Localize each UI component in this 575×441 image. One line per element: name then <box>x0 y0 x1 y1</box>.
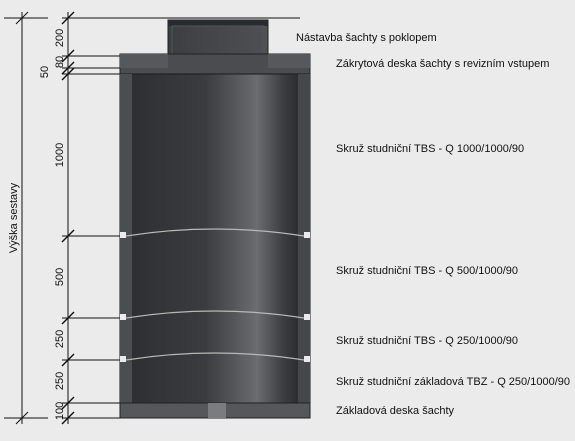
dimension-label: 500 <box>54 268 66 286</box>
dimension-label: 100 <box>54 402 66 420</box>
dimension-lines <box>4 11 300 425</box>
shaft-section <box>119 19 311 419</box>
dimension-label: 80 <box>54 56 66 68</box>
dimension-values: 200 80 50 1000 500 250 250 100 Výška ses… <box>8 29 66 420</box>
part-label-extension: Nástavba šachty s poklopem <box>296 32 437 44</box>
part-label-base-ring: Skruž studniční základová TBZ - Q 250/10… <box>336 376 570 388</box>
dimension-label: 1000 <box>54 143 66 167</box>
dimension-label: 200 <box>54 29 66 47</box>
part-label-cover-slab: Zákrytová deska šachty s revizním vstupe… <box>336 58 549 70</box>
dimension-label: 250 <box>54 372 66 390</box>
part-label-ring-250: Skruž studniční TBS - Q 250/1000/90 <box>336 335 518 347</box>
part-label-ring-1000: Skruž studniční TBS - Q 1000/1000/90 <box>336 143 524 155</box>
dimension-label: 50 <box>39 66 51 78</box>
dimension-label: 250 <box>54 330 66 348</box>
part-label-base-slab: Základová deska šachty <box>336 405 455 417</box>
part-labels: Nástavba šachty s poklopem Zákrytová des… <box>296 32 570 417</box>
part-label-ring-500: Skruž studniční TBS - Q 500/1000/90 <box>336 265 518 277</box>
total-height-label: Výška sestavy <box>8 182 20 253</box>
